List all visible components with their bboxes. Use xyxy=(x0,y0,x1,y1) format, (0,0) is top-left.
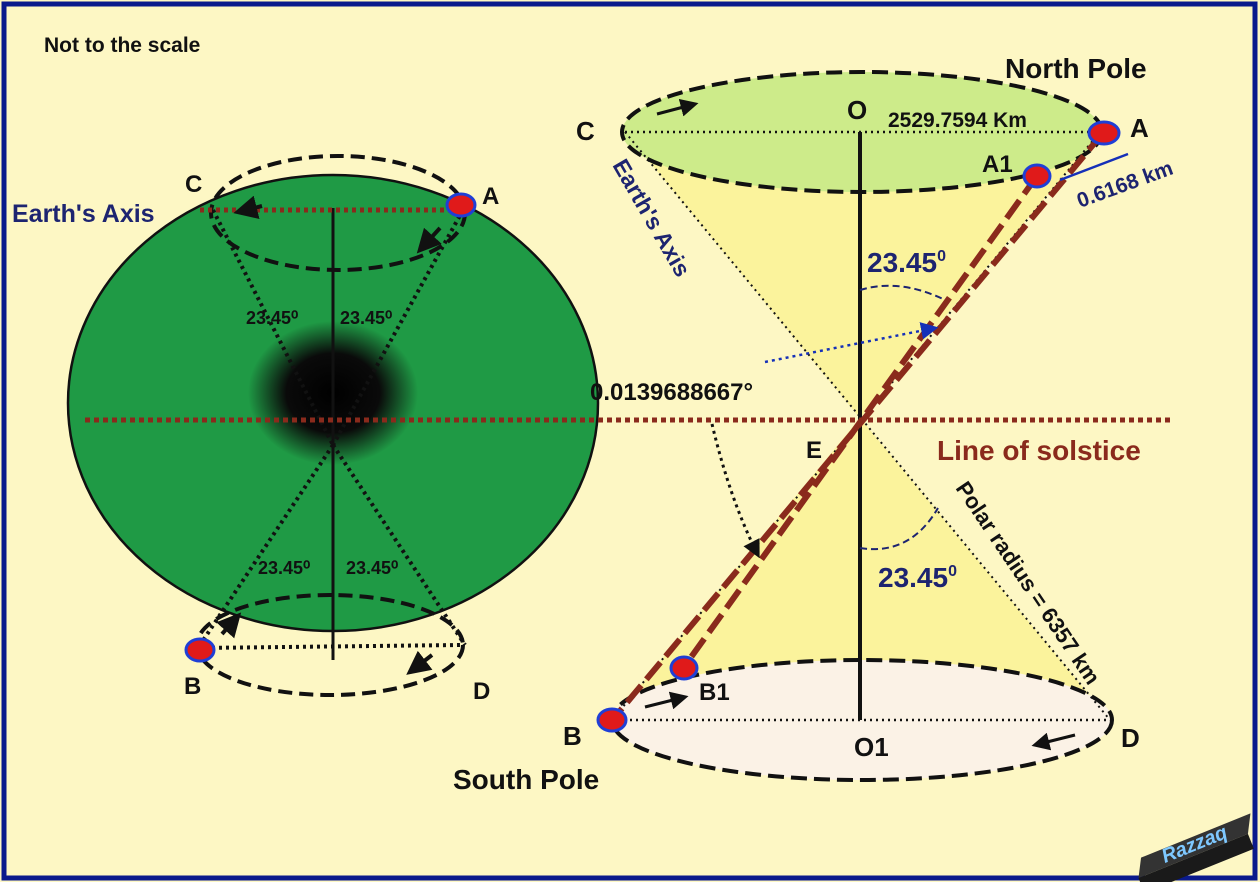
right-point-a1 xyxy=(1022,163,1052,189)
left-arrow-bottom-right xyxy=(406,650,434,675)
small-angle-label: 0.0139688667° xyxy=(590,379,753,406)
angle-top-value: 23.450 xyxy=(867,247,946,278)
left-arrow-right xyxy=(416,226,442,254)
angle-top-number: 23.45 xyxy=(867,247,937,278)
angle-bottom-value: 23.450 xyxy=(878,562,957,593)
left-point-b xyxy=(184,637,216,663)
left-arrow-bottom-left xyxy=(216,612,242,639)
left-angle-lower-left: 23.45⁰ xyxy=(258,558,310,578)
left-arrow-top xyxy=(233,195,263,219)
left-label-b: B xyxy=(184,673,201,700)
small-angle-pointer-down xyxy=(710,423,760,559)
left-figure: C A B D Earth's Axis 23.45⁰ 23.45⁰ 23.45… xyxy=(12,154,600,705)
offset-tick-line xyxy=(1059,152,1129,182)
watermark-logo: Razzaq xyxy=(1138,813,1254,887)
solstice-label: Line of solstice xyxy=(937,435,1141,466)
left-cone-line-1 xyxy=(211,209,335,446)
watermark-block-side xyxy=(1138,813,1251,879)
right-label-o: O xyxy=(847,95,867,125)
south-pole-label: South Pole xyxy=(453,764,599,795)
small-angle-pointer xyxy=(764,322,939,364)
north-cap-arrow xyxy=(656,98,699,117)
right-label-c: C xyxy=(576,116,595,146)
south-cap-arrow-left xyxy=(644,691,689,710)
scale-note: Not to the scale xyxy=(44,34,200,57)
left-label-d: D xyxy=(473,678,490,705)
left-bottom-chord xyxy=(197,643,461,650)
right-label-a: A xyxy=(1130,113,1149,143)
right-label-o1: O1 xyxy=(854,732,889,762)
right-cone-upper xyxy=(625,132,1100,418)
left-angle-lower-right: 23.45⁰ xyxy=(346,558,398,578)
angle-bottom-number: 23.45 xyxy=(878,562,948,593)
left-label-c: C xyxy=(185,171,202,198)
watermark-block-front xyxy=(1138,833,1254,887)
right-label-b: B xyxy=(563,721,582,751)
angle-arc-bottom xyxy=(859,507,939,551)
radius-distance-label: 2529.7594 Km xyxy=(888,109,1027,132)
right-point-b1 xyxy=(669,655,699,681)
right-label-d: D xyxy=(1121,723,1140,753)
left-point-a xyxy=(445,192,477,218)
left-label-a: A xyxy=(482,183,499,210)
angle-bottom-degree: 0 xyxy=(948,563,957,580)
left-angle-upper-right: 23.45⁰ xyxy=(340,308,392,328)
right-point-b xyxy=(596,707,628,733)
north-pole-label: North Pole xyxy=(1005,53,1147,84)
right-label-e: E xyxy=(806,437,822,464)
right-point-a xyxy=(1087,120,1121,146)
angle-top-degree: 0 xyxy=(937,248,946,265)
south-cap-arrow-right xyxy=(1031,732,1076,751)
right-label-a1: A1 xyxy=(982,151,1013,178)
left-angle-upper-left: 23.45⁰ xyxy=(246,308,298,328)
left-cone-line-4 xyxy=(331,443,467,647)
right-label-b1: B1 xyxy=(699,679,730,706)
left-axis-label: Earth's Axis xyxy=(12,200,155,228)
angle-arc-top xyxy=(859,284,946,301)
cone-line-c-d xyxy=(624,131,1111,721)
